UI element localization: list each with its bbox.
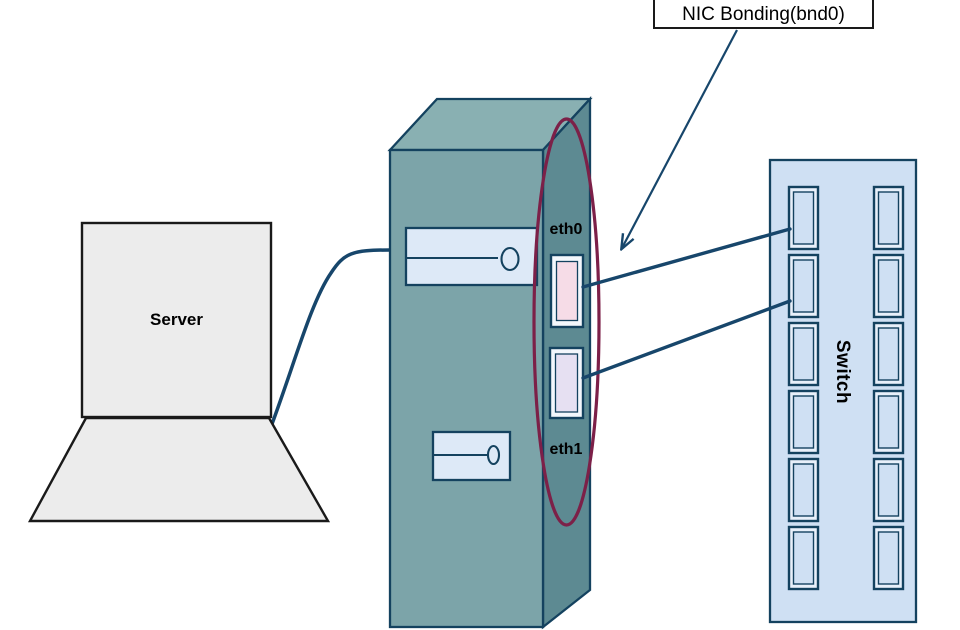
switch-port-inner: [792, 259, 815, 313]
switch-port-inner: [877, 395, 900, 449]
switch-port-inner: [877, 463, 900, 517]
bonded-nics-ellipse: [532, 117, 601, 527]
nic-bonding-callout-box: NIC Bonding(bnd0): [653, 0, 874, 29]
switch-port-inner: [877, 327, 900, 381]
nic-bonding-label: NIC Bonding(bnd0): [682, 4, 845, 25]
switch-port-inner: [792, 327, 815, 381]
switch-port-inner: [877, 259, 900, 313]
switch-port-inner: [792, 395, 815, 449]
eth0-to-switch-line: [581, 227, 792, 289]
eth0-label: eth0: [549, 221, 583, 238]
switch-label: Switch: [832, 339, 853, 405]
drive-bay-2-knob: [486, 444, 501, 466]
eth1-port-inner: [554, 353, 579, 413]
switch-port-inner: [792, 191, 815, 245]
switch-port-inner: [877, 531, 900, 585]
server-base: [27, 416, 331, 523]
nic-bonding-arrow: [622, 29, 738, 248]
switch-port-inner: [792, 531, 815, 585]
eth1-to-switch-line: [581, 299, 792, 380]
eth0-port-inner: [555, 260, 579, 322]
switch-ports: [787, 185, 905, 591]
drive-bay-1: [404, 226, 539, 287]
server-to-tower-cable: [270, 248, 392, 426]
tower-front-face: [388, 148, 545, 629]
drive-bay-1-knob: [500, 246, 520, 272]
switch-port-inner: [877, 191, 900, 245]
server-label: Server: [150, 310, 203, 329]
switch-port-inner: [792, 463, 815, 517]
eth1-label: eth1: [549, 441, 583, 458]
